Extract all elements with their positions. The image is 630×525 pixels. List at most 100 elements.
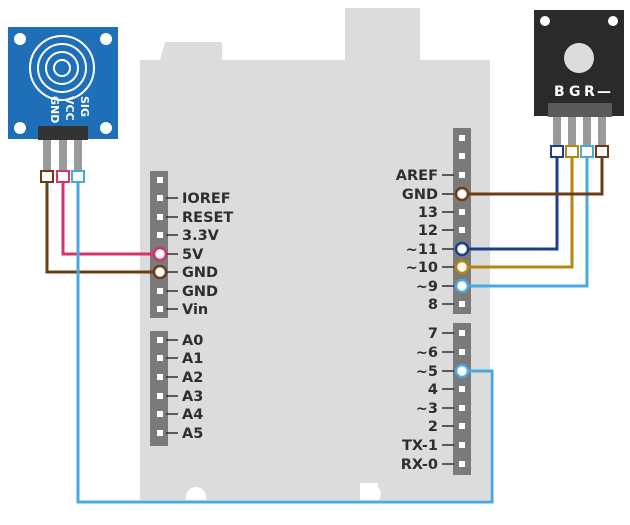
pin-label-6: ~6 <box>416 345 438 361</box>
header-pin <box>157 430 163 436</box>
pin-label-5: ~5 <box>416 364 438 380</box>
pin-label-gnd: GND <box>182 265 218 281</box>
header-pin <box>157 177 163 183</box>
pin-label-tx-1: TX-1 <box>402 438 438 454</box>
sensor-pin-label-vcc: VCC <box>63 96 76 121</box>
pin-label-12: 12 <box>418 223 438 239</box>
pin-label-gnd: GND <box>182 284 218 300</box>
header-pin <box>157 374 163 380</box>
rgb-led-module: B G R — <box>534 10 624 158</box>
mounting-hole <box>608 16 618 26</box>
endpoint-5 <box>454 363 470 379</box>
pin-label-9: ~9 <box>416 279 438 295</box>
wire-sensor-vcc <box>61 180 160 256</box>
header-pin <box>459 301 465 307</box>
pin-label-3-3v: 3.3V <box>182 228 220 244</box>
header-pin <box>459 442 465 448</box>
wire-sensor-sig <box>76 180 494 504</box>
pin-label-3: ~3 <box>416 401 438 417</box>
board-body <box>140 8 490 500</box>
rgb-pin-leg <box>583 117 591 149</box>
right-header-digital-low <box>453 323 471 475</box>
header-pin <box>157 306 163 312</box>
rgb-pin-end-gnd <box>595 145 609 158</box>
mounting-hole <box>540 16 550 26</box>
pin-labels: IOREFRESET3.3V5VGNDGNDVinA0A1A2A3A4A5ARE… <box>166 168 454 473</box>
left-header-analog <box>150 331 168 446</box>
rgb-pin-label-gnd: — <box>597 84 611 100</box>
pin-label-5v: 5V <box>182 247 204 263</box>
mounting-hole <box>100 122 112 134</box>
endpoint-9 <box>454 278 470 294</box>
sensor-pin-end-vcc <box>56 170 70 183</box>
pin-label-7: 7 <box>428 326 438 342</box>
header-strip <box>150 171 168 318</box>
sensor-pin-leg <box>59 140 67 174</box>
header-pin <box>459 135 465 141</box>
endpoint-5v <box>152 246 168 262</box>
mounting-hole <box>361 484 381 504</box>
pin-label-a3: A3 <box>182 389 203 405</box>
header-pin <box>157 337 163 343</box>
header-pin <box>459 209 465 215</box>
pin-label-gnd: GND <box>402 187 438 203</box>
pin-label-8: 8 <box>428 297 438 313</box>
wire-rgb-b <box>462 157 559 251</box>
sensor-pin-label-sig: SIG <box>78 96 91 117</box>
pin-label-a1: A1 <box>182 351 203 367</box>
header-pin <box>157 393 163 399</box>
header-pin <box>157 288 163 294</box>
header-pin <box>459 172 465 178</box>
touch-pad-icon <box>29 35 95 101</box>
sensor-pin-end-gnd <box>40 170 54 183</box>
header-pin <box>157 411 163 417</box>
sensor-pin-leg <box>74 140 82 174</box>
sensor-pin-end-sig <box>71 170 85 183</box>
rgb-pin-end-g <box>565 145 579 158</box>
rgb-led-icon <box>564 43 594 73</box>
header-pin <box>459 349 465 355</box>
sensor-pin-header <box>38 126 88 140</box>
header-strip <box>453 323 471 475</box>
pin-label-a4: A4 <box>182 407 203 423</box>
rgb-pin-label-g: G <box>569 84 581 100</box>
pin-label-13: 13 <box>418 205 438 221</box>
rgb-pin-leg <box>553 117 561 149</box>
header-pin <box>459 153 465 159</box>
header-pin <box>459 405 465 411</box>
header-pin <box>157 214 163 220</box>
pin-label-vin: Vin <box>182 302 208 318</box>
header-pin <box>157 355 163 361</box>
sensor-pin-leg <box>43 140 51 174</box>
pin-label-10: ~10 <box>406 260 438 276</box>
wires <box>45 157 604 504</box>
pin-label-rx-0: RX-0 <box>401 457 438 473</box>
header-strip <box>150 331 168 446</box>
endpoint-gnd-right <box>454 186 470 202</box>
endpoint-gnd-left <box>152 264 168 280</box>
wire-rgb-gnd <box>462 157 604 196</box>
header-pin <box>459 423 465 429</box>
header-pin <box>459 227 465 233</box>
wire-rgb-r <box>462 157 589 288</box>
pin-label-reset: RESET <box>182 210 233 226</box>
endpoint-10 <box>454 259 470 275</box>
endpoint-11 <box>454 241 470 257</box>
wire-sensor-gnd <box>45 180 160 274</box>
pin-label-a2: A2 <box>182 370 203 386</box>
header-pin <box>459 330 465 336</box>
pin-label-aref: AREF <box>396 168 438 184</box>
mounting-hole <box>14 33 26 45</box>
pin-label-11: ~11 <box>406 242 438 258</box>
header-pin <box>157 195 163 201</box>
wire-endpoints <box>152 186 470 379</box>
mounting-hole <box>14 122 26 134</box>
rgb-pin-label-r: R <box>584 84 595 100</box>
header-pin <box>157 232 163 238</box>
header-pin <box>459 386 465 392</box>
pin-label-4: 4 <box>428 382 438 398</box>
pin-label-a0: A0 <box>182 333 203 349</box>
pin-label-2: 2 <box>428 419 438 435</box>
